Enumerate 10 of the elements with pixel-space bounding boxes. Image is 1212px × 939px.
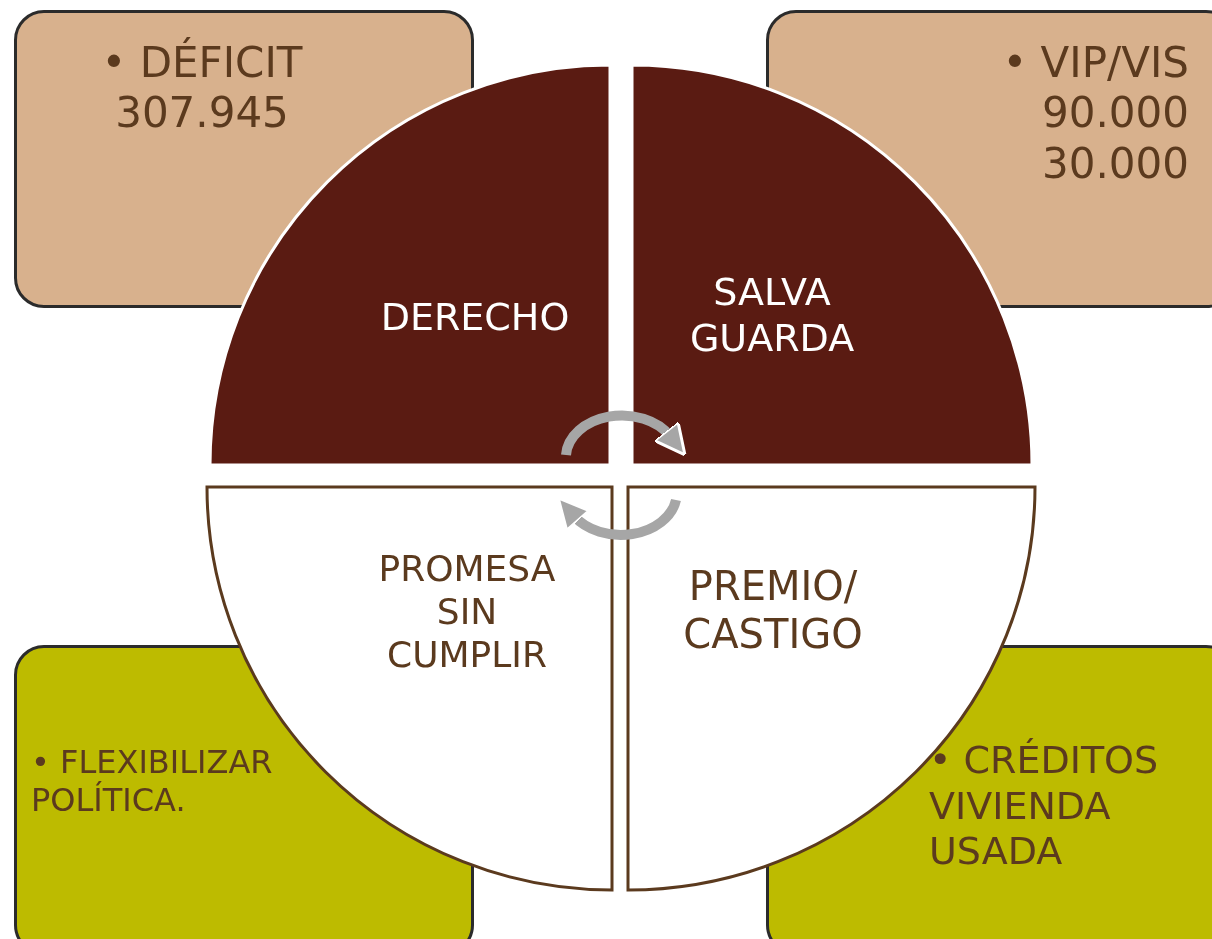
- segment-label: DERECHO: [379, 295, 571, 341]
- bullet-text: • DÉFICIT 307.945: [100, 38, 304, 139]
- bullet-text: • VIP/VIS 90.000 30.000: [1001, 38, 1189, 190]
- bullet-text: • CRÉDITOS VIVIENDA USADA: [929, 738, 1160, 875]
- curved-arrow: [561, 410, 688, 456]
- segment-label: SALVA GUARDA: [688, 270, 856, 362]
- segment-label: PREMIO/ CASTIGO: [682, 562, 864, 658]
- bullet-text: • FLEXIBILIZAR POLÍTICA.: [31, 743, 274, 820]
- quadrant-segment: [632, 65, 1032, 465]
- segment-label: PROMESA SIN CUMPLIR: [377, 547, 557, 677]
